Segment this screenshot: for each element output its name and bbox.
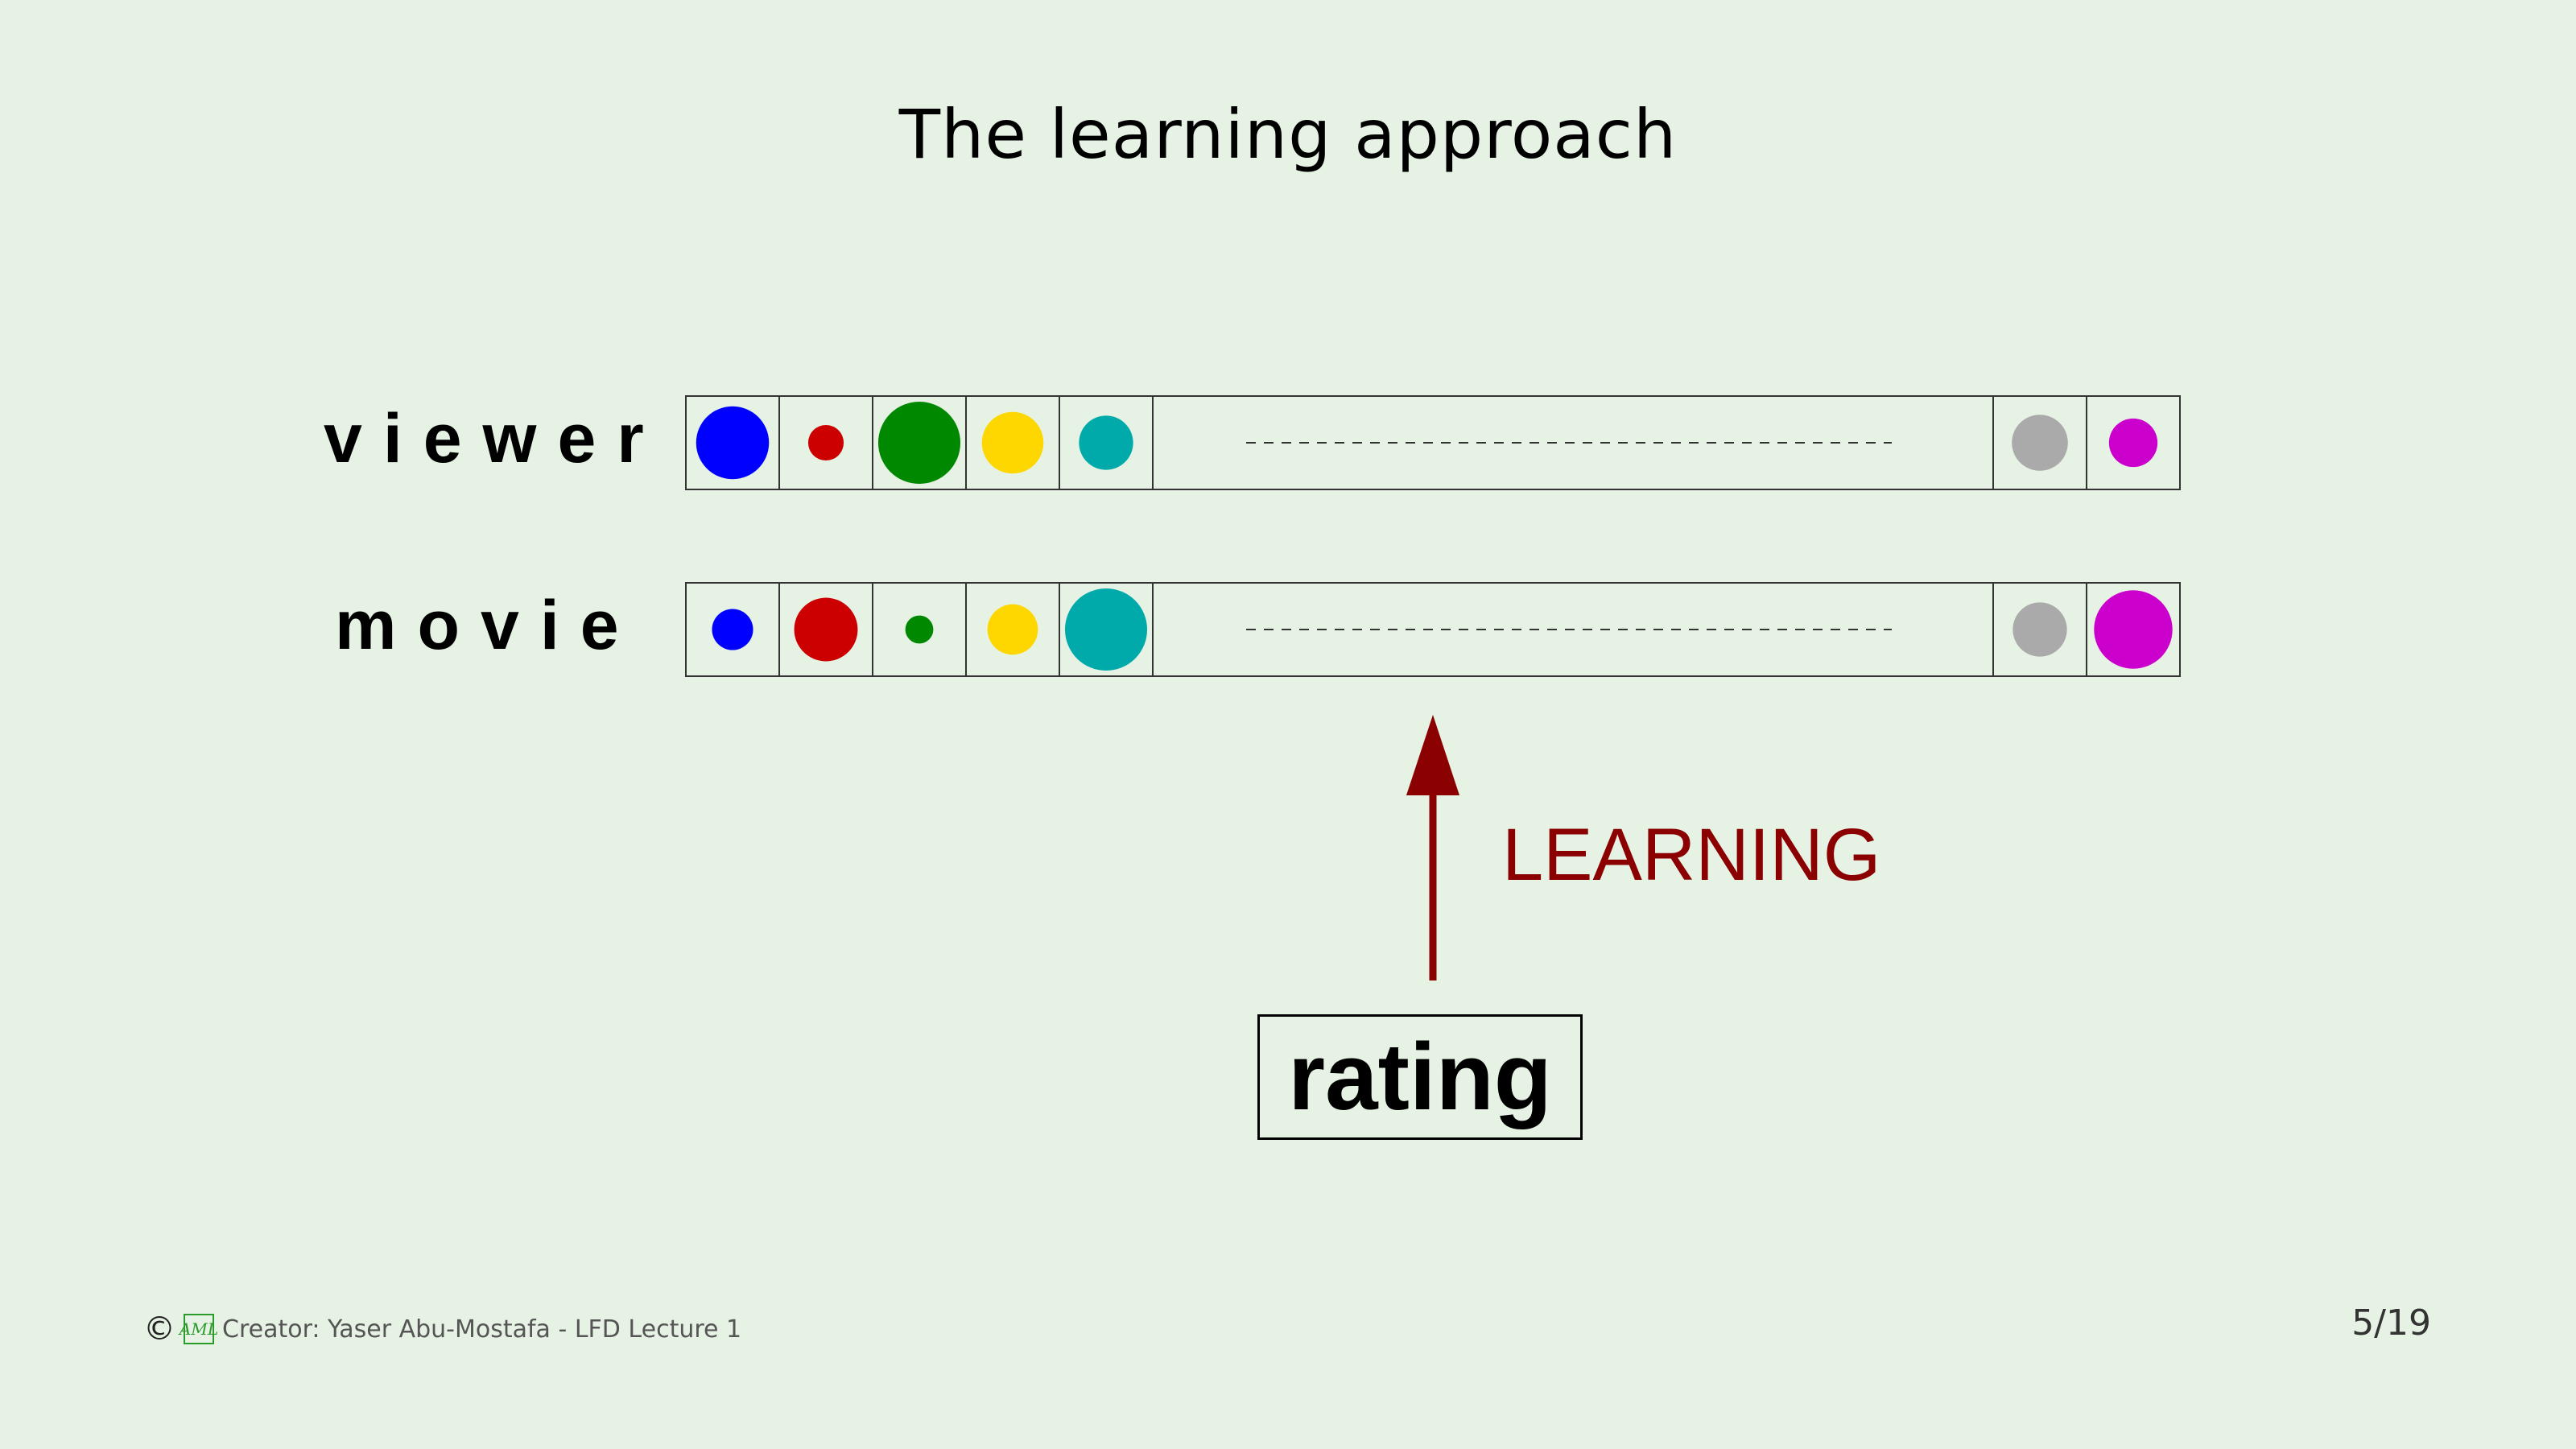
vector-cell — [1059, 582, 1154, 677]
feature-dot-4 — [1079, 415, 1133, 470]
footer-credit: Creator: Yaser Abu-Mostafa - LFD Lecture… — [222, 1315, 742, 1344]
aml-logo-icon: AML — [180, 1314, 218, 1344]
footer: © AML Creator: Yaser Abu-Mostafa - LFD L… — [143, 1311, 741, 1348]
rating-label: rating — [1288, 1024, 1552, 1130]
feature-dot-5 — [2013, 602, 2067, 657]
page-number: 5/19 — [2351, 1302, 2431, 1344]
feature-dot-0 — [712, 609, 753, 650]
row-label-movie: movie — [335, 587, 640, 664]
feature-dot-2 — [905, 615, 934, 644]
row-label-viewer: viewer — [324, 400, 665, 477]
feature-dot-3 — [987, 604, 1038, 655]
vector-row-viewer — [685, 395, 2181, 490]
feature-dot-1 — [807, 424, 844, 461]
feature-dot-6 — [2108, 418, 2158, 468]
feature-dot-4 — [1064, 588, 1148, 671]
learning-arrow — [1406, 715, 1459, 980]
rating-box: rating — [1257, 1014, 1583, 1140]
feature-dot-6 — [2094, 590, 2173, 669]
slide-title: The learning approach — [898, 95, 1678, 174]
vector-row-movie — [685, 582, 2181, 677]
feature-dot-1 — [794, 597, 858, 662]
feature-dot-2 — [877, 401, 961, 485]
vector-cell — [1059, 395, 1154, 490]
feature-dot-5 — [2012, 415, 2068, 471]
feature-dot-3 — [981, 411, 1044, 474]
learning-arrow-head — [1406, 715, 1459, 795]
vector-cell — [2086, 395, 2181, 490]
vector-cell — [2086, 582, 2181, 677]
learning-label: LEARNING — [1502, 814, 1881, 896]
copyright-icon: © — [143, 1311, 175, 1348]
feature-dot-0 — [696, 406, 770, 480]
